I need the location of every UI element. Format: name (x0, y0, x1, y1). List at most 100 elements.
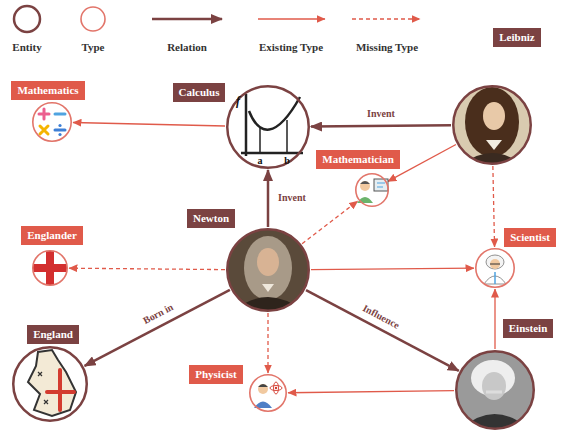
entity-node: England (12, 346, 88, 422)
missing-type-arrow (302, 201, 358, 244)
einstein-portrait-part (482, 372, 506, 400)
relation-arrow (267, 170, 270, 227)
relation-sample (152, 18, 222, 21)
england-map-icon (28, 350, 76, 416)
physicist-icon-part (274, 382, 279, 394)
england-flag-icon (33, 251, 67, 285)
calculus-icon-part (286, 120, 288, 153)
node-outline (355, 173, 389, 207)
legend-label: Missing Type (356, 41, 418, 54)
leibniz-portrait-part (486, 140, 502, 150)
leibniz-portrait-part (483, 102, 505, 130)
leibniz-portrait (450, 84, 534, 168)
physicist-icon-part (258, 384, 268, 394)
entity-circle (227, 86, 309, 168)
legend-label: Entity (12, 41, 41, 54)
missing-type-arrow (493, 166, 495, 247)
calculus-icon-part (259, 127, 261, 153)
entity-label: Einstein (503, 319, 554, 338)
type-node: Mathematics (32, 102, 72, 142)
calculus-icon (241, 94, 303, 156)
mathematics-icon-part (58, 124, 61, 127)
entity-circle (456, 351, 534, 429)
existing-type-arrow (288, 391, 454, 393)
england-flag-icon-part (33, 251, 67, 285)
calculus-icon-part (245, 94, 248, 156)
mathematics-icon-part (55, 113, 65, 116)
scientist-icon-part (494, 272, 496, 284)
relation-label: Born in (139, 300, 177, 328)
entity-node: Newton (226, 228, 310, 312)
calculus-icon-part (241, 152, 303, 155)
relation-label: Influence (359, 301, 404, 332)
type-label: Scientist (504, 228, 556, 247)
type-label: Englander (21, 226, 83, 245)
england-map-icon-part (28, 350, 76, 416)
physicist-icon-part (275, 387, 277, 389)
type-circle (250, 375, 286, 411)
entity-label: Calculus (173, 83, 226, 102)
legend-label: Relation (167, 41, 207, 54)
relation-arrow (306, 290, 459, 371)
missing-type-sample (352, 18, 420, 19)
scientist-icon-part (490, 264, 500, 265)
physicist-icon (254, 382, 282, 408)
node-outline (32, 102, 72, 142)
type-circle (33, 251, 67, 285)
relation-label: Invent (276, 192, 308, 204)
mathematician-icon-part (360, 181, 370, 191)
missing-type-arrow (267, 313, 268, 373)
mathematics-icon-part (58, 133, 61, 136)
england-flag-icon-part (46, 251, 54, 285)
england-map-icon-part (38, 372, 48, 404)
type-node: Physicist (249, 374, 287, 412)
type-circle (476, 249, 514, 287)
entity-sample (14, 6, 40, 32)
node-outline (475, 248, 515, 288)
leibniz-portrait-part (465, 87, 519, 157)
newton-portrait-part (257, 248, 279, 276)
axis-label: b (284, 156, 290, 166)
mathematics-icon (39, 109, 65, 136)
existing-type-arrow (311, 268, 474, 269)
type-node: Mathematician (355, 173, 389, 207)
type-circle (33, 103, 71, 141)
legend-samples (14, 6, 420, 32)
scientist-icon (484, 255, 506, 284)
node-outline (226, 228, 310, 312)
relation-arrow (85, 290, 230, 366)
newton-portrait-part (262, 284, 274, 292)
physicist-icon-part (258, 384, 268, 387)
axis-label: a (258, 156, 263, 166)
physicist-icon-part (270, 386, 282, 391)
mathematics-icon-part (55, 129, 65, 132)
type-circle (356, 174, 388, 206)
type-label: Physicist (189, 365, 243, 384)
node-outline (455, 350, 535, 430)
mathematician-icon-part (360, 181, 370, 184)
existing-type-sample (258, 18, 325, 19)
relation-label: Invent (365, 108, 397, 120)
leibniz-portrait-part (450, 84, 534, 168)
mathematician-icon-part (377, 183, 385, 187)
existing-type-arrow (73, 122, 225, 126)
node-outline (249, 374, 287, 412)
entity-node: Leibniz (452, 85, 532, 165)
type-node: Scientist (475, 248, 515, 288)
node-outline (12, 346, 88, 422)
entity-label: Leibniz (493, 28, 540, 47)
england-map-icon-part (47, 370, 74, 410)
existing-type-arrow (494, 289, 495, 349)
axis-label: f (236, 95, 240, 107)
einstein-portrait-part (455, 350, 535, 430)
legend-label: Type (81, 41, 104, 54)
entity-circle (453, 86, 531, 164)
entity-label: England (27, 325, 79, 344)
scientist-icon-part (490, 259, 500, 269)
node-outline (452, 85, 532, 165)
legend-label: Existing Type (259, 41, 323, 54)
mathematician-icon (357, 179, 388, 203)
type-sample (81, 7, 105, 31)
entity-circle (13, 347, 87, 421)
